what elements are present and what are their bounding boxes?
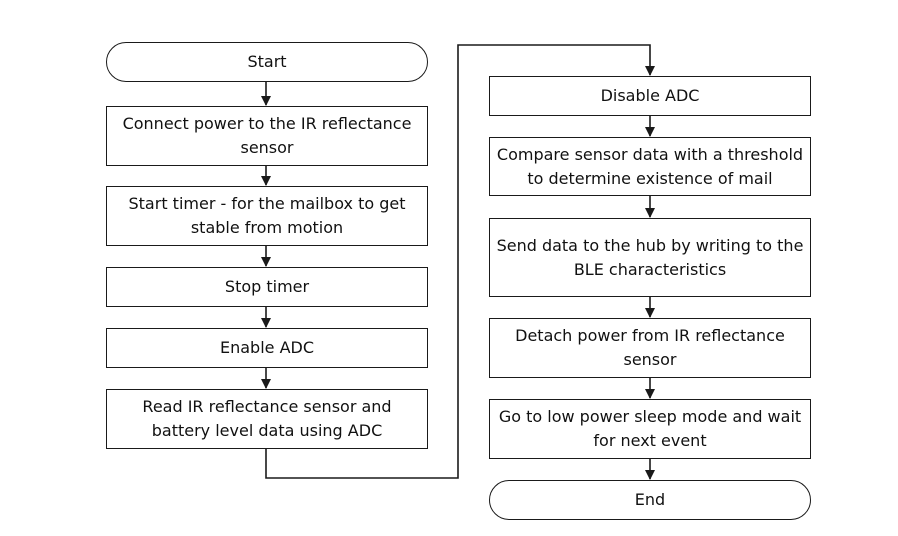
stop-timer-step: Stop timer bbox=[106, 267, 428, 307]
connect-power-label: Connect power to the IR reflectance sens… bbox=[122, 114, 412, 157]
disable-adc-label: Disable ADC bbox=[600, 86, 700, 105]
read-sensor-label: Read IR reflectance sensor and battery l… bbox=[142, 397, 392, 440]
start-label: Start bbox=[247, 52, 287, 71]
low-power-sleep-step: Go to low power sleep mode and wait for … bbox=[489, 399, 811, 459]
send-data-label: Send data to the hub by writing to the B… bbox=[496, 235, 804, 279]
enable-adc-label: Enable ADC bbox=[219, 338, 315, 357]
start-terminal: Start bbox=[106, 42, 428, 82]
end-label: End bbox=[634, 490, 666, 509]
detach-power-label: Detach power from IR reflectance sensor bbox=[515, 326, 785, 369]
start-timer-label: Start timer - for the mailbox to get sta… bbox=[128, 194, 406, 237]
compare-threshold-step: Compare sensor data with a threshold to … bbox=[489, 137, 811, 196]
start-timer-step: Start timer - for the mailbox to get sta… bbox=[106, 186, 428, 246]
disable-adc-step: Disable ADC bbox=[489, 76, 811, 116]
connector-read-to-disable-adc bbox=[265, 44, 655, 479]
detach-power-step: Detach power from IR reflectance sensor bbox=[489, 318, 811, 378]
enable-adc-step: Enable ADC bbox=[106, 328, 428, 368]
connect-power-step: Connect power to the IR reflectance sens… bbox=[106, 106, 428, 166]
compare-threshold-label: Compare sensor data with a threshold to … bbox=[496, 144, 804, 188]
end-terminal: End bbox=[489, 480, 811, 520]
send-data-step: Send data to the hub by writing to the B… bbox=[489, 218, 811, 297]
stop-timer-label: Stop timer bbox=[224, 277, 310, 296]
read-sensor-step: Read IR reflectance sensor and battery l… bbox=[106, 389, 428, 449]
low-power-sleep-label: Go to low power sleep mode and wait for … bbox=[498, 407, 802, 450]
